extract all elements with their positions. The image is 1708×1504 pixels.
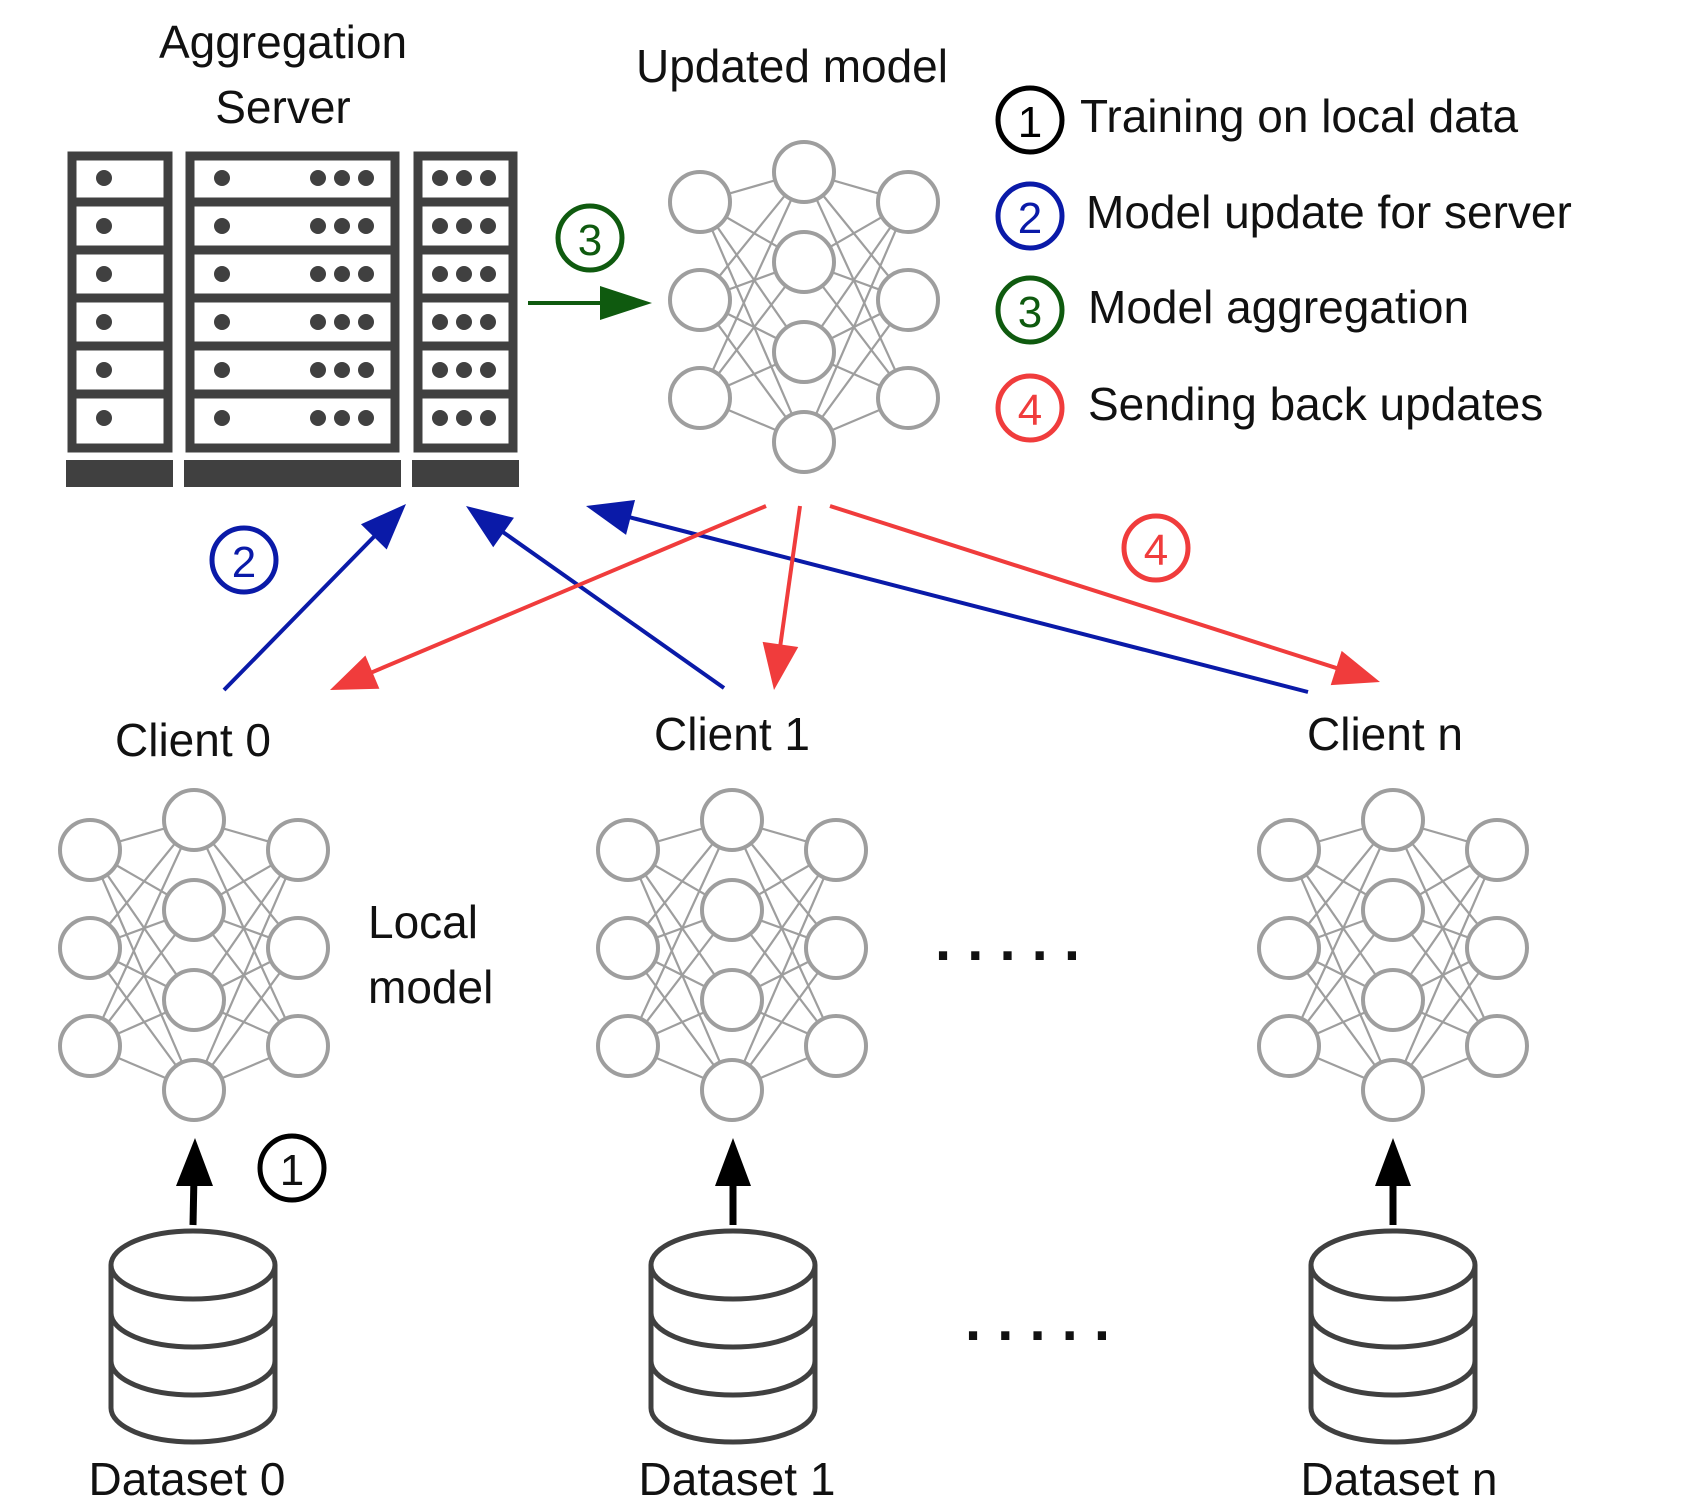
client-n-label: Client n xyxy=(1307,708,1463,760)
legend-item-3: 3 Model aggregation xyxy=(995,275,1469,345)
training-arrow-n xyxy=(1375,1138,1411,1225)
models-ellipsis: . . . . . xyxy=(935,908,1080,973)
server-title-line2: Server xyxy=(215,81,350,133)
update-step-badge-number: 2 xyxy=(232,538,256,587)
legend-badge-3-icon xyxy=(995,275,1065,345)
aggregation-server: Aggregation Server xyxy=(66,16,519,487)
dataset-0-database-icon xyxy=(108,1228,278,1445)
legend-item-4-text: Sending back updates xyxy=(1088,378,1543,430)
legend-item-2-text: Model update for server xyxy=(1086,186,1572,238)
training-step-badge-icon xyxy=(257,1133,327,1203)
dataset-n-database-icon xyxy=(1308,1228,1478,1445)
client-n-local-model-icon xyxy=(1257,788,1529,1122)
legend-badge-1-icon xyxy=(995,85,1065,155)
training-arrow-0 xyxy=(176,1138,213,1226)
server-title-line1: Aggregation xyxy=(159,16,407,68)
legend-item-3-text: Model aggregation xyxy=(1088,281,1469,333)
local-model-label-line2: model xyxy=(368,961,493,1013)
legend-badge-2-number: 2 xyxy=(1018,194,1042,243)
aggregation-arrow xyxy=(528,286,652,320)
legend-badge-2-icon xyxy=(995,181,1065,251)
training-arrow-1 xyxy=(715,1138,751,1225)
updated-model-label: Updated model xyxy=(636,40,948,92)
sending-step-badge-icon xyxy=(1121,513,1191,583)
legend-item-4: 4 Sending back updates xyxy=(995,373,1543,443)
aggregation-step-badge-number: 3 xyxy=(578,216,602,265)
legend-badge-3-number: 3 xyxy=(1018,288,1042,337)
client-0-label: Client 0 xyxy=(115,714,271,766)
datasets-ellipsis: . . . . . xyxy=(965,1288,1110,1353)
client-1-label: Client 1 xyxy=(654,708,810,760)
update-step-badge-icon xyxy=(209,525,279,595)
sending-back-arrows xyxy=(330,504,1380,690)
legend-item-2: 2 Model update for server xyxy=(995,181,1572,251)
dataset-1-database-icon xyxy=(648,1228,818,1445)
legend-badge-1-number: 1 xyxy=(1018,98,1042,147)
dataset-1-label: Dataset 1 xyxy=(639,1453,836,1504)
legend-item-1-text: Training on local data xyxy=(1080,90,1519,142)
dataset-n-label: Dataset n xyxy=(1301,1453,1498,1504)
local-model-label-line1: Local xyxy=(368,896,478,948)
legend: 1 Training on local data 2 Model update … xyxy=(995,85,1572,443)
legend-item-1: 1 Training on local data xyxy=(995,85,1519,155)
server-rack-icon xyxy=(66,151,519,487)
legend-badge-4-number: 4 xyxy=(1018,386,1042,435)
training-step-badge-number: 1 xyxy=(280,1146,304,1195)
dataset-0-label: Dataset 0 xyxy=(89,1453,286,1504)
legend-badge-4-icon xyxy=(995,373,1065,443)
updated-model-network-icon xyxy=(668,140,940,474)
aggregation-step-badge-icon xyxy=(555,203,625,273)
client-0-local-model-icon xyxy=(58,788,330,1122)
model-update-arrows xyxy=(222,500,1309,694)
sending-step-badge-number: 4 xyxy=(1144,526,1168,575)
client-1-local-model-icon xyxy=(596,788,868,1122)
